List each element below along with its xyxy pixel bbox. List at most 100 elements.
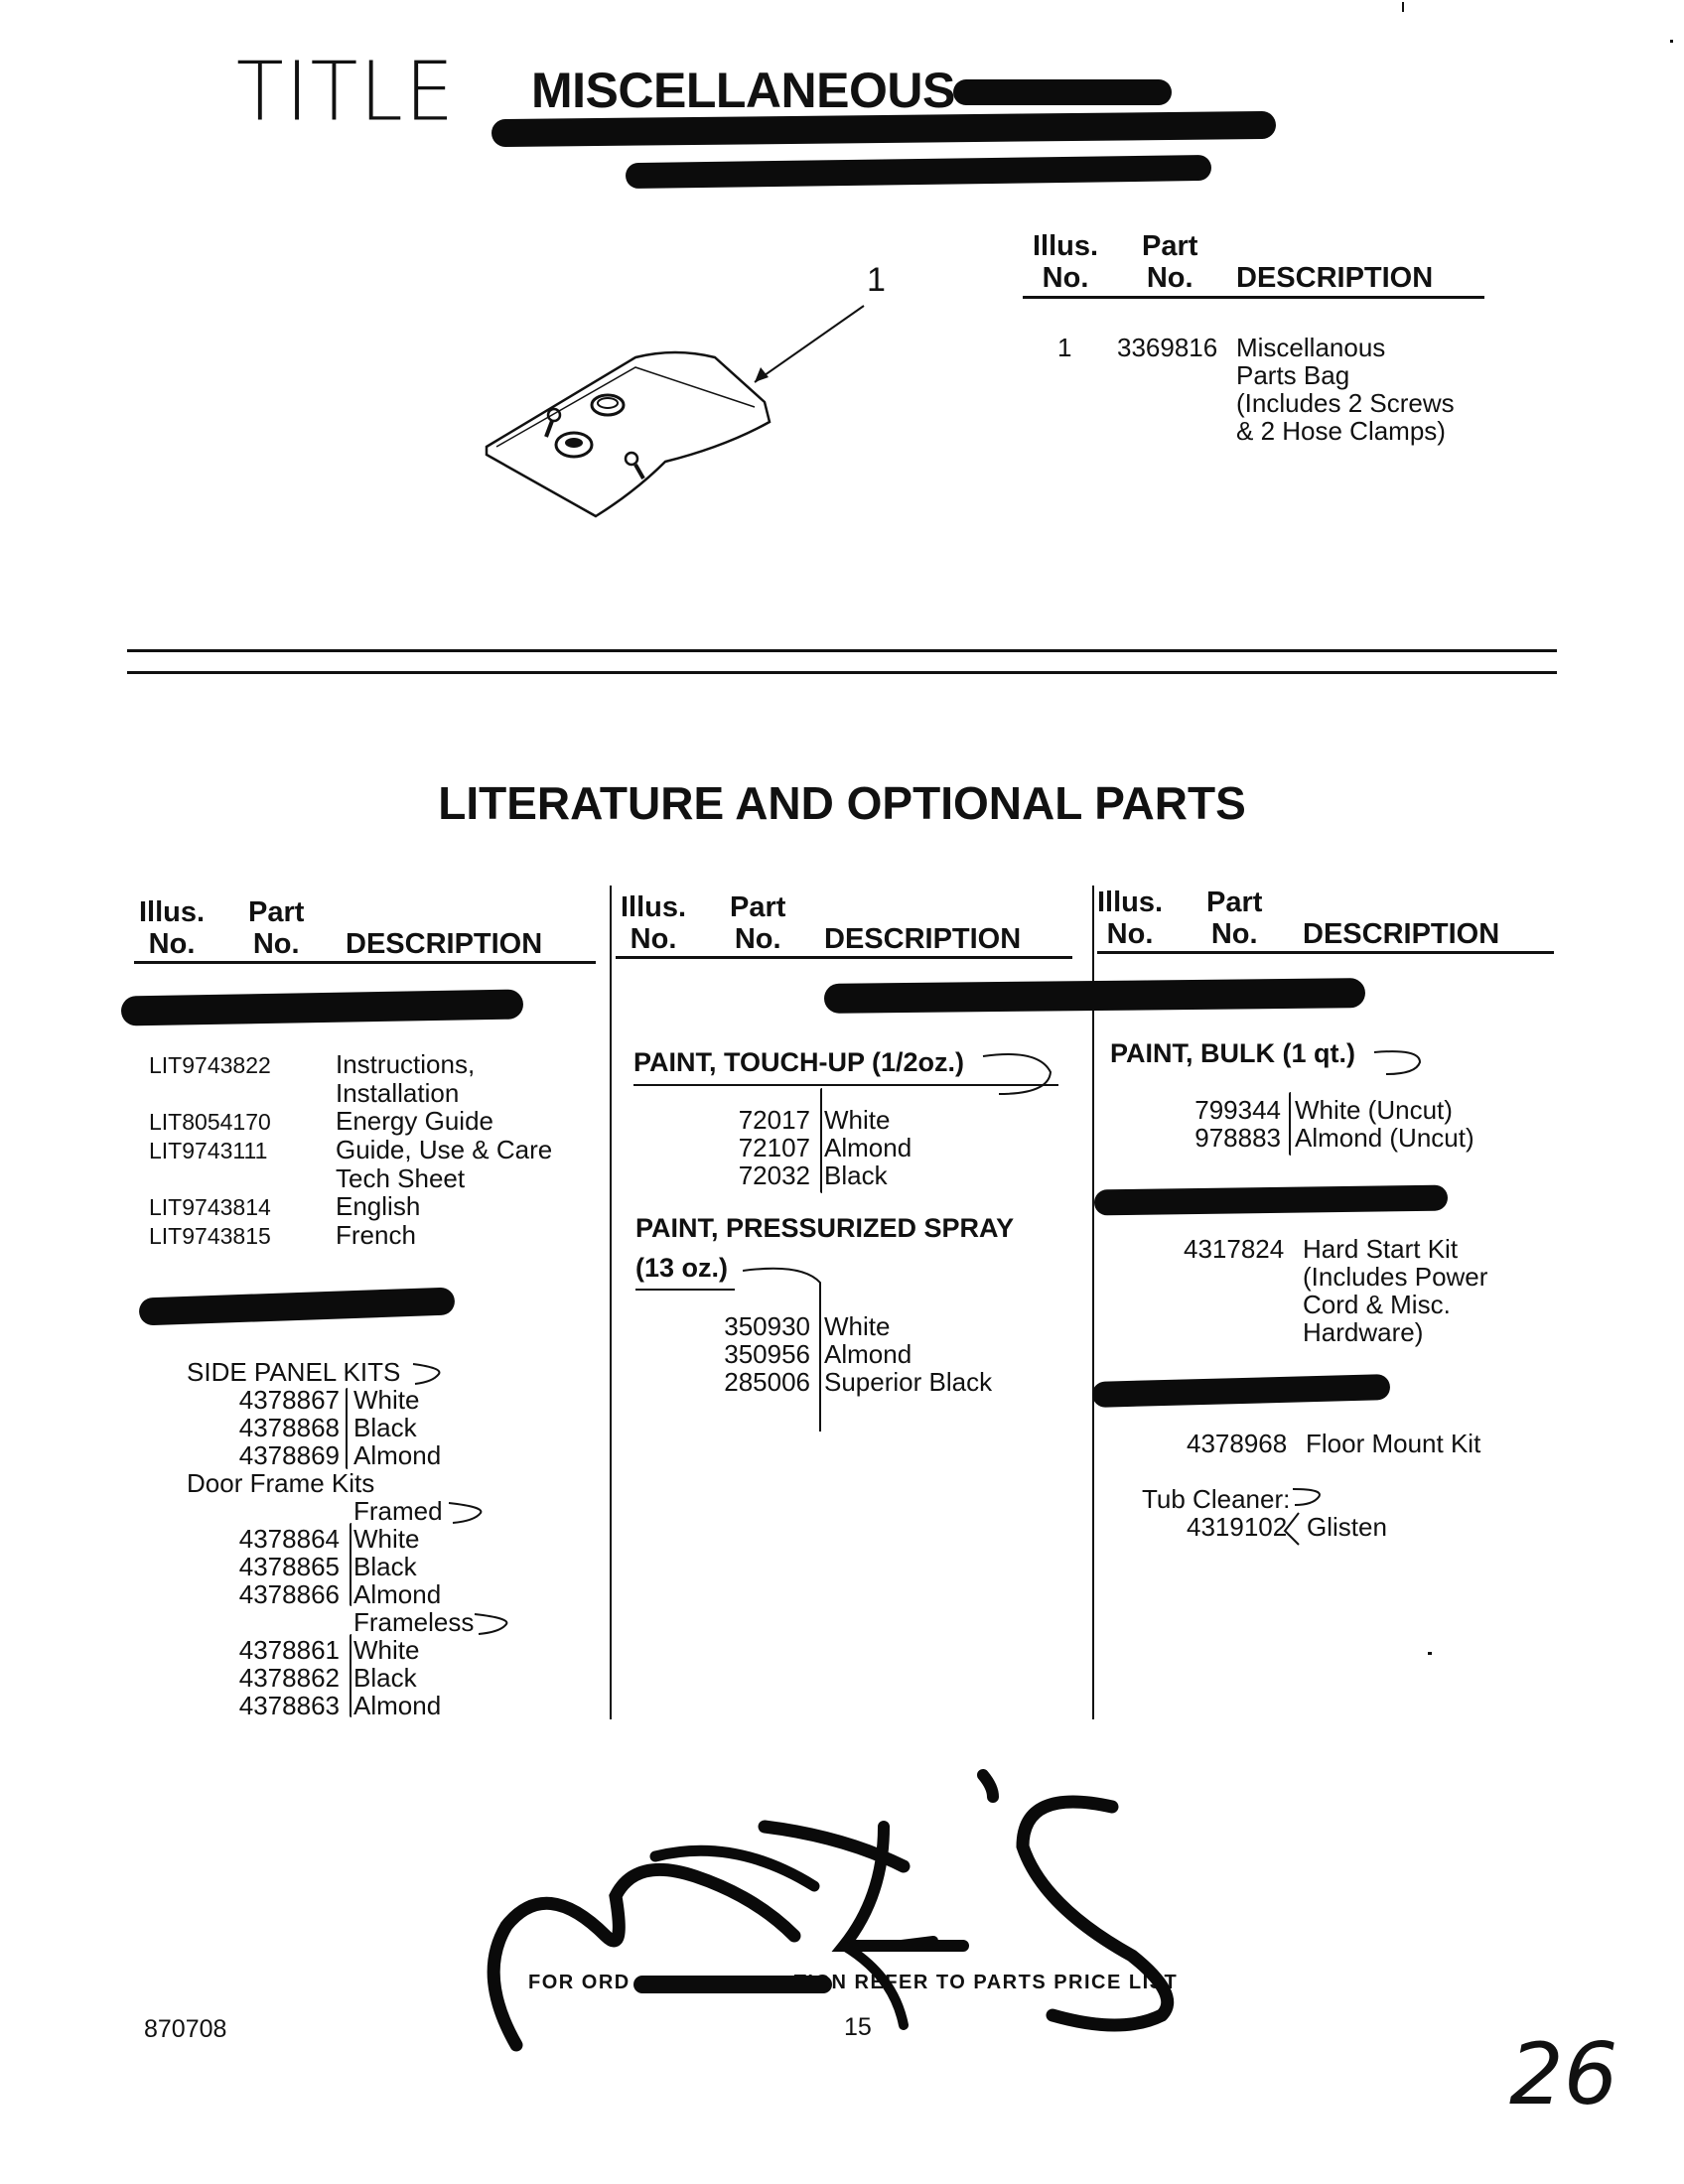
framed-brace <box>350 1523 351 1606</box>
touchup-underline <box>633 1084 1058 1086</box>
illus-header-line2: No. <box>1042 262 1089 294</box>
section-divider-bottom <box>127 671 1557 674</box>
spray-size-underline <box>635 1289 735 1291</box>
framed-label: Framed <box>353 1496 443 1526</box>
tub-cleaner-desc: Glisten <box>1307 1512 1387 1542</box>
desc-line: Miscellanous <box>1236 333 1386 362</box>
desc-line: (Includes 2 Screws <box>1236 388 1455 418</box>
speck <box>1402 2 1404 12</box>
part-description: Black <box>824 1160 888 1190</box>
redaction-optional-parts <box>823 978 1366 1014</box>
handwritten-title: TITLE <box>236 45 457 140</box>
misc-row-illus: 1 <box>1057 333 1072 362</box>
part-description: French <box>336 1220 416 1250</box>
part-description: Guide, Use & Care <box>336 1135 553 1164</box>
part-description: Almond <box>353 1440 442 1470</box>
footer-note-start: FOR ORD <box>528 1972 631 1993</box>
part-number: 4378868 <box>238 1413 340 1442</box>
hard-start-part: 4317824 <box>1184 1234 1285 1264</box>
parts-bag-illustration <box>485 305 865 518</box>
part-number: 4378866 <box>238 1579 340 1609</box>
misc-desc-header: DESCRIPTION <box>1236 262 1434 294</box>
misc-title: MISCELLANEOUS <box>531 63 955 118</box>
part-number: 4378865 <box>238 1552 340 1581</box>
part-number: 4378869 <box>238 1440 340 1470</box>
floor-mount-desc: Floor Mount Kit <box>1306 1429 1481 1458</box>
part-description: English <box>336 1191 421 1221</box>
illus-header-line1: Illus. <box>1033 230 1099 262</box>
part-description: Almond (Uncut) <box>1295 1123 1474 1153</box>
bulk-arrow-mark <box>1373 1050 1422 1075</box>
tub-cleaner-part: 4319102 <box>1187 1512 1288 1542</box>
illus-header-line1: Illus. <box>139 896 206 928</box>
part-number: LIT9743814 <box>149 1194 271 1220</box>
col1-header-underline <box>134 961 596 964</box>
spray-label: PAINT, PRESSURIZED SPRAY <box>635 1213 1015 1243</box>
frameless-label: Frameless <box>353 1607 475 1637</box>
door-frame-label: Door Frame Kits <box>187 1468 375 1498</box>
desc-line: Cord & Misc. <box>1303 1290 1451 1319</box>
part-description: Almond <box>353 1579 442 1609</box>
desc-line: Hardware) <box>1303 1317 1424 1347</box>
handwritten-signature-scribble <box>487 1769 1175 2052</box>
part-number: 4378867 <box>238 1385 340 1415</box>
spray-size-label: (13 oz.) <box>635 1253 729 1283</box>
col3-desc-header: DESCRIPTION <box>1303 918 1500 950</box>
part-description: Superior Black <box>824 1367 993 1397</box>
section-divider-top <box>127 649 1557 652</box>
part-number: 4378863 <box>238 1691 340 1720</box>
bulk-label: PAINT, BULK (1 qt.) <box>1110 1038 1355 1068</box>
callout-number: 1 <box>867 261 886 299</box>
part-header-line1: Part <box>1206 887 1263 918</box>
touchup-arrow-mark <box>982 1053 1052 1095</box>
list-item: 4378869 Almond <box>218 1441 441 1469</box>
list-item: Tech Sheet <box>149 1164 552 1192</box>
col2-desc-header: DESCRIPTION <box>824 923 1022 955</box>
side-panel-arrow-mark <box>412 1363 441 1385</box>
speck <box>1670 40 1673 43</box>
part-number: LIT9743815 <box>149 1223 271 1249</box>
part-number: 4378864 <box>238 1524 340 1554</box>
hard-start-desc: Hard Start Kit (Includes Power Cord & Mi… <box>1303 1235 1487 1346</box>
speck <box>1428 1652 1432 1655</box>
side-panel-label: SIDE PANEL KITS <box>187 1357 401 1387</box>
redaction-footer <box>633 1976 832 1993</box>
part-description: Instructions, <box>336 1049 476 1079</box>
column-separator-2 <box>1092 886 1094 1719</box>
page-number: 15 <box>844 2013 872 2041</box>
part-number: 799344 <box>1194 1095 1281 1125</box>
illus-header-line1: Illus. <box>621 891 687 923</box>
part-description: White <box>353 1635 420 1665</box>
col2-illus-header: Illus. No. <box>621 891 686 955</box>
list-item: Installation <box>149 1079 552 1107</box>
touchup-label: PAINT, TOUCH-UP (1/2oz.) <box>633 1047 965 1077</box>
illus-header-line2: No. <box>148 928 196 960</box>
tub-cleaner-label: Tub Cleaner: <box>1142 1484 1291 1514</box>
part-number: LIT8054170 <box>149 1109 271 1135</box>
list-item: LIT9743814 English <box>149 1192 552 1221</box>
spray-bracket-mark <box>743 1267 821 1432</box>
part-number: 4378861 <box>238 1635 340 1665</box>
part-number: 350956 <box>724 1339 810 1369</box>
part-header-line2: No. <box>252 928 300 960</box>
col1-desc-header: DESCRIPTION <box>346 928 543 960</box>
part-description: Installation <box>336 1078 460 1108</box>
redaction-hard-start-kit <box>1093 1184 1449 1216</box>
illus-header-line1: Illus. <box>1097 887 1164 918</box>
part-description: White <box>824 1311 891 1341</box>
col2-part-header: Part No. <box>730 891 785 955</box>
part-description: Almond <box>824 1133 912 1162</box>
